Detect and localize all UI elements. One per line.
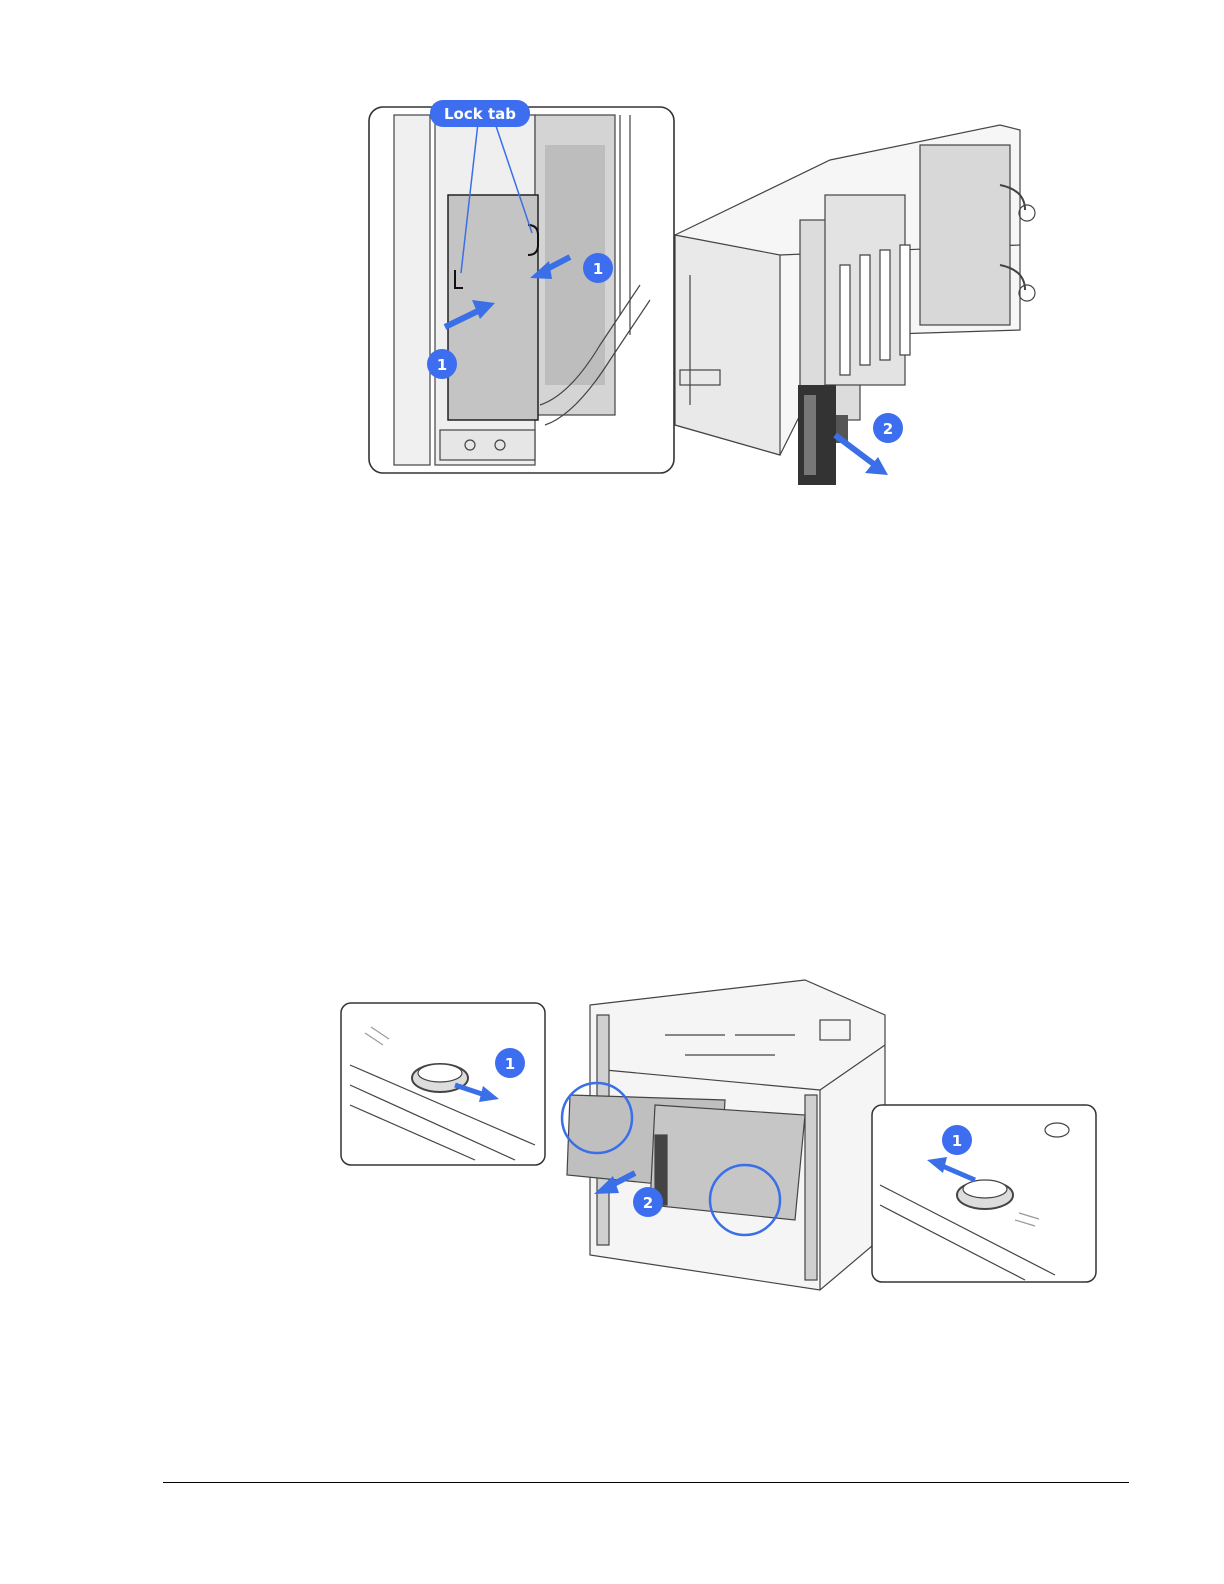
callout-2: 2 — [633, 1187, 663, 1217]
lock-tab-inset: Lock tab — [369, 100, 674, 473]
svg-text:2: 2 — [883, 420, 893, 438]
server-chassis-drawing — [675, 125, 1035, 455]
figure-2-illustration: 1 1 2 — [335, 975, 1105, 1295]
svg-text:1: 1 — [593, 260, 603, 278]
thumbscrew-inset-left: 1 — [341, 1003, 545, 1165]
server-chassis-front-drawing — [567, 980, 885, 1290]
callout-2: 2 — [873, 413, 903, 443]
callout-1-right: 1 — [583, 253, 613, 283]
figure-1: Lock tab 1 1 2 — [360, 85, 1080, 495]
thumbscrew-inset-right: 1 — [872, 1105, 1096, 1282]
svg-text:2: 2 — [643, 1194, 653, 1212]
lock-tab-label: Lock tab — [444, 105, 516, 123]
callout-1-right: 1 — [952, 1132, 962, 1150]
svg-text:1: 1 — [437, 356, 447, 374]
pull-arrow-2 — [835, 435, 888, 475]
callout-1-left: 1 — [427, 349, 457, 379]
figure-2: 1 1 2 — [335, 975, 1105, 1295]
footer-rule — [163, 1482, 1129, 1483]
callout-1-left: 1 — [505, 1055, 515, 1073]
figure-1-illustration: Lock tab 1 1 2 — [360, 85, 1080, 495]
